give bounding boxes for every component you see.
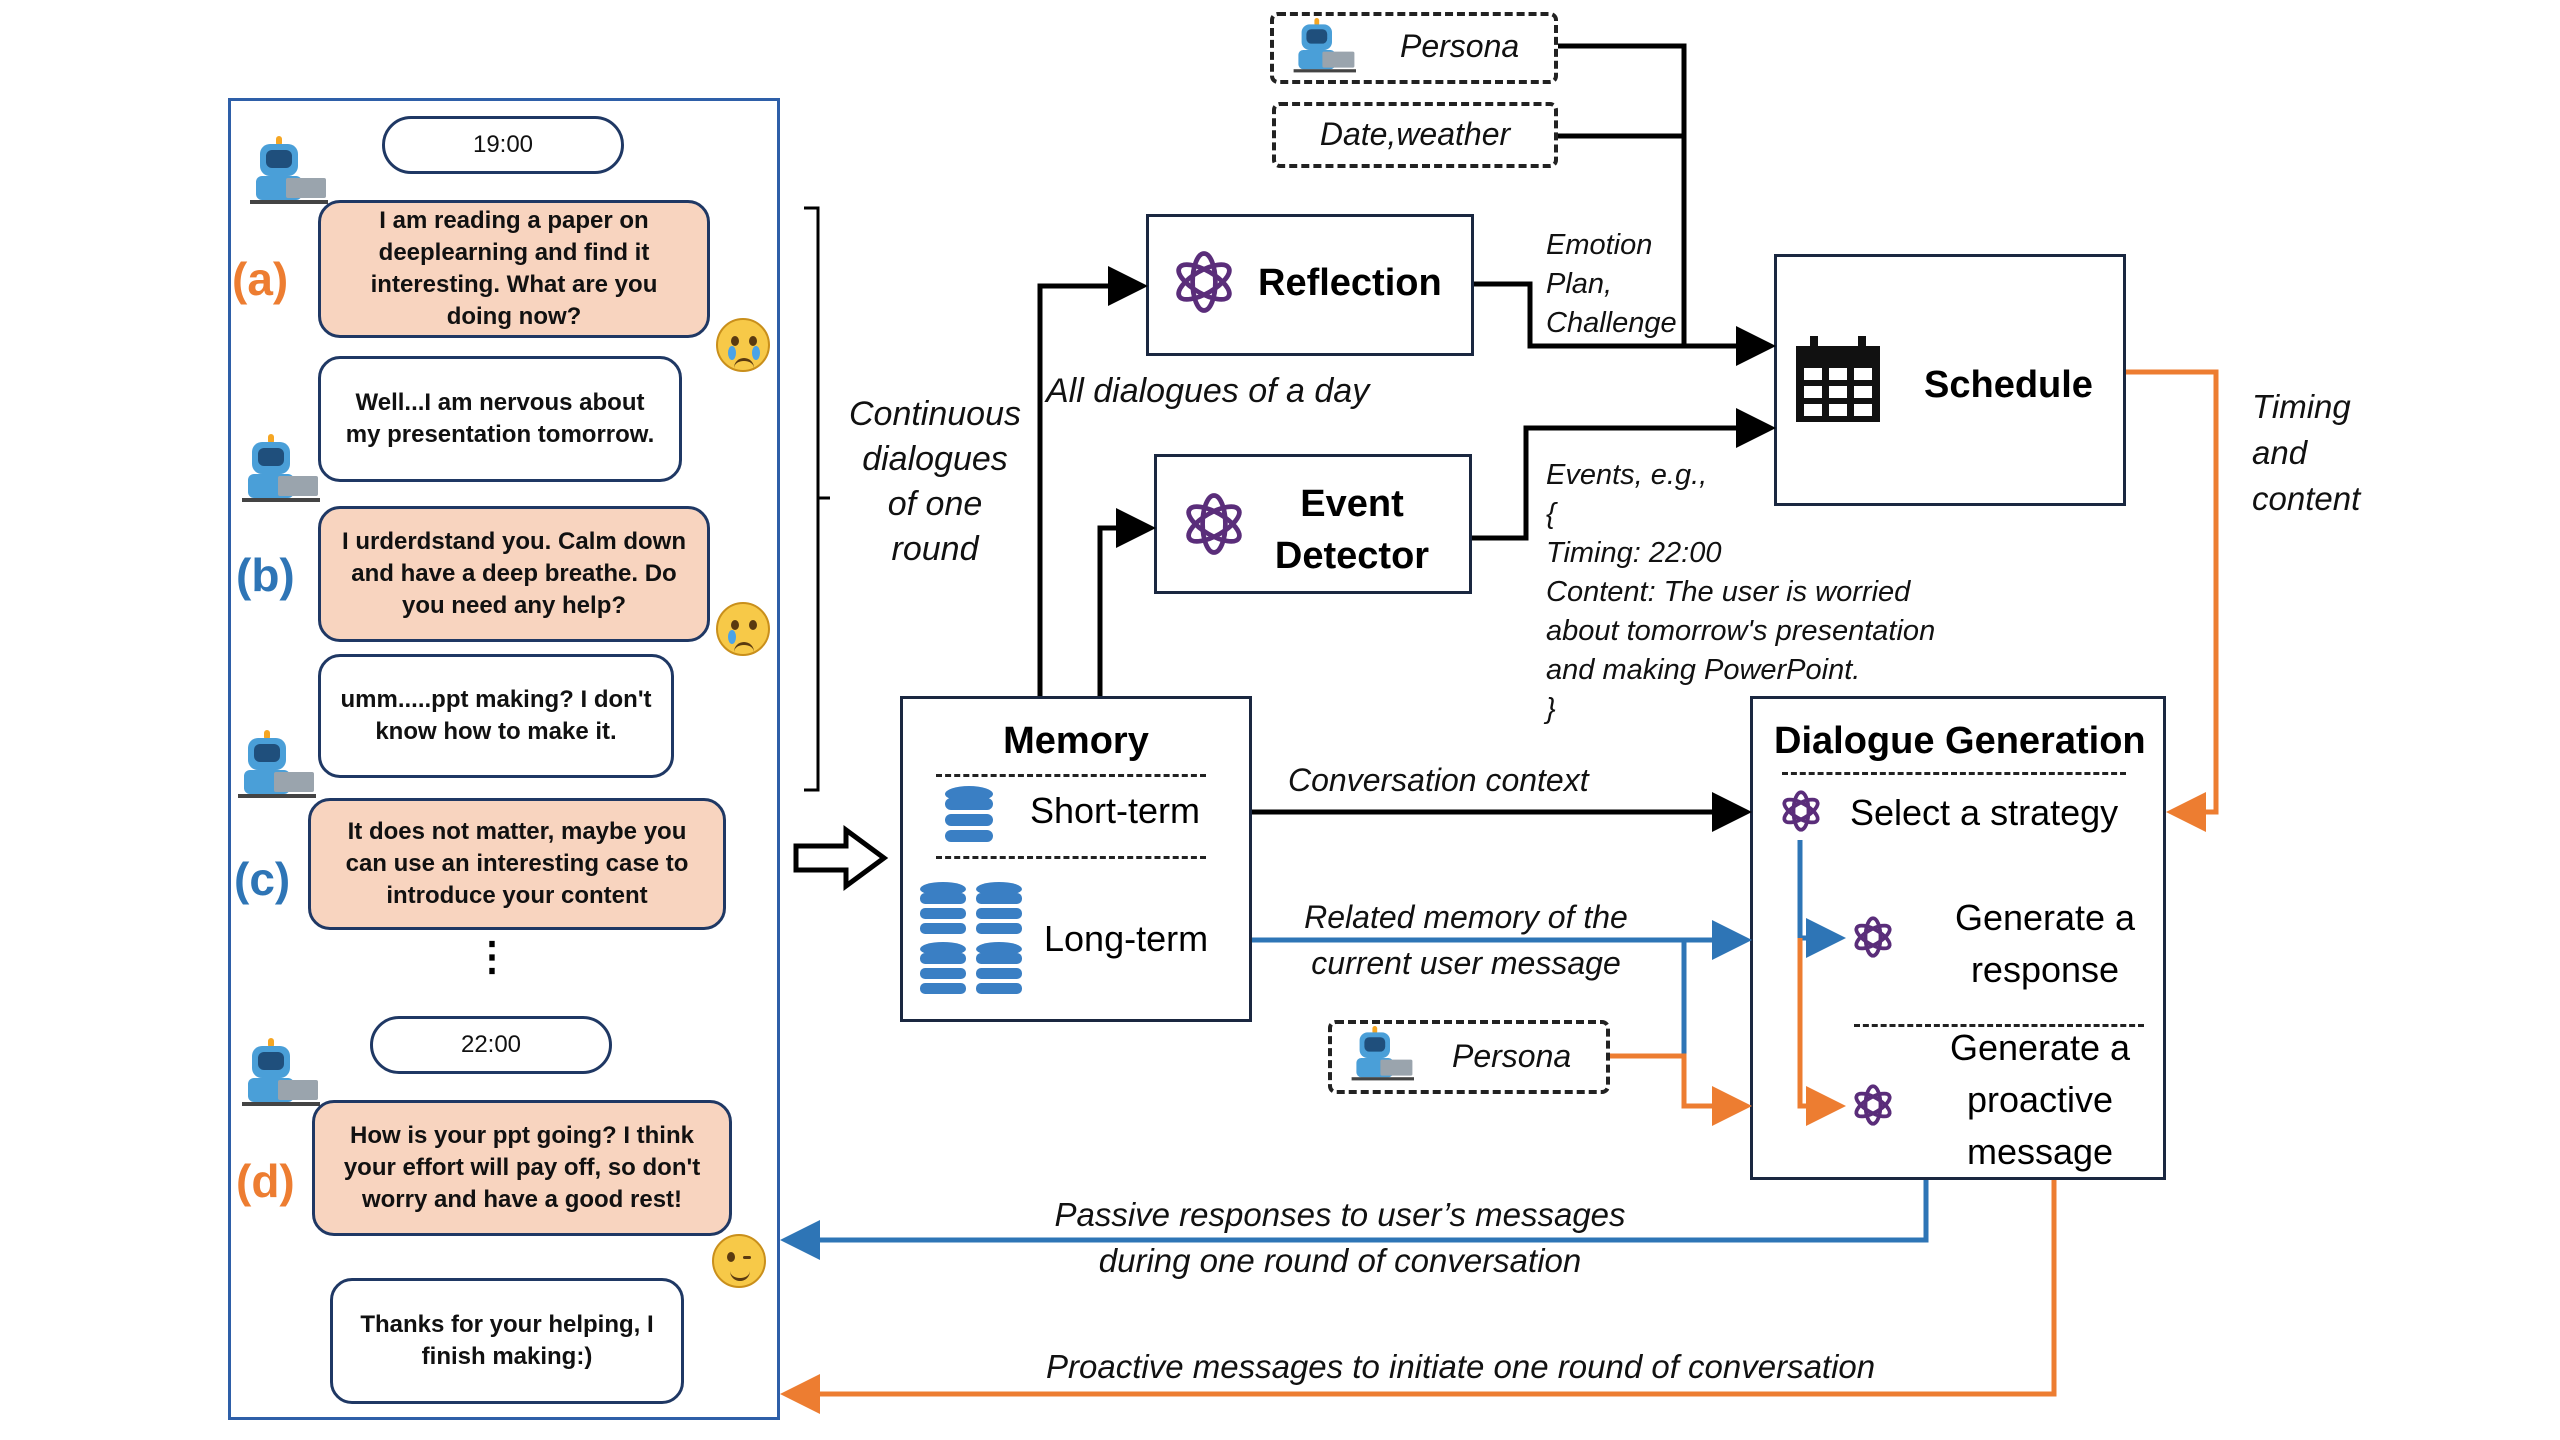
tag-d: (d) (236, 1155, 295, 1207)
hollow-arrow (793, 825, 889, 891)
ellipsis: ⋮ (472, 935, 512, 979)
chat-panel (228, 98, 780, 1420)
edge-persona-orange (1610, 1053, 1752, 1126)
memory-node (900, 696, 1252, 1022)
tag-a: (a) (232, 253, 289, 305)
chatgpt-icon (1854, 1084, 1892, 1126)
brace (804, 206, 830, 792)
chatgpt-icon (1186, 493, 1242, 555)
database-stack-icon (920, 882, 1022, 994)
reflection-node (1146, 214, 1474, 356)
chat-bubble-bot: I urderdstand you. Calm down and have a … (318, 506, 710, 642)
memory-title: Memory (1003, 720, 1149, 762)
tag-b: (b) (236, 549, 295, 601)
schedule-label: Schedule (1924, 364, 2093, 406)
robot-icon (1292, 18, 1358, 74)
chat-bubble-user: Well...I am nervous about my presentatio… (318, 356, 682, 482)
edge-memory-reflection (1037, 266, 1148, 696)
crying-emoji-icon (716, 318, 770, 372)
time-pill: 19:00 (382, 116, 624, 174)
chatgpt-icon (1854, 916, 1892, 958)
calendar-icon (1796, 336, 1880, 422)
date-weather-label: Date,weather (1319, 116, 1511, 152)
chatgpt-icon (1782, 790, 1820, 832)
date-weather-node (1272, 102, 1558, 168)
database-icon (945, 786, 993, 842)
all-dialogues-label: All dialogues of a day (1046, 372, 1370, 410)
proactive-edge-label: Proactive messages to initiate one round… (1046, 1348, 1876, 1385)
robot-icon (240, 1038, 322, 1108)
robot-icon (1350, 1026, 1416, 1082)
wink-emoji-icon (712, 1234, 766, 1288)
chat-bubble-user: umm.....ppt making? I don't know how to … (318, 654, 674, 778)
chatgpt-icon (1176, 251, 1232, 313)
robot-icon (240, 434, 322, 504)
chat-bubble-user: Thanks for your helping, I finish making… (330, 1278, 684, 1404)
chat-bubble-bot: It does not matter, maybe you can use an… (308, 798, 726, 930)
persona-label-bottom: Persona (1452, 1038, 1572, 1074)
dialogue-generation-title: Dialogue Generation (1774, 720, 2146, 762)
robot-icon (248, 136, 330, 206)
chat-bubble-bot: I am reading a paper on deeplearning and… (318, 200, 710, 338)
memory-divider (936, 774, 1206, 777)
sad-emoji-icon (716, 602, 770, 656)
persona-label-top: Persona (1400, 28, 1520, 64)
reflection-label: Reflection (1258, 262, 1442, 304)
long-term-label: Long-term (1044, 918, 1209, 959)
strategy-label: Select a strategy (1850, 792, 2119, 833)
tag-c: (c) (234, 853, 291, 905)
conversation-context-label: Conversation context (1288, 762, 1589, 798)
event-detector-node (1154, 454, 1472, 594)
dialogue-divider (1782, 772, 2126, 775)
robot-icon (236, 730, 318, 800)
chat-bubble-bot: How is your ppt going? I think your effo… (312, 1100, 732, 1236)
memory-divider (936, 856, 1206, 859)
dialogue-divider (1854, 1024, 2144, 1027)
edge-memory-event (1097, 508, 1156, 696)
time-pill: 22:00 (370, 1016, 612, 1074)
short-term-label: Short-term (1030, 790, 1201, 831)
